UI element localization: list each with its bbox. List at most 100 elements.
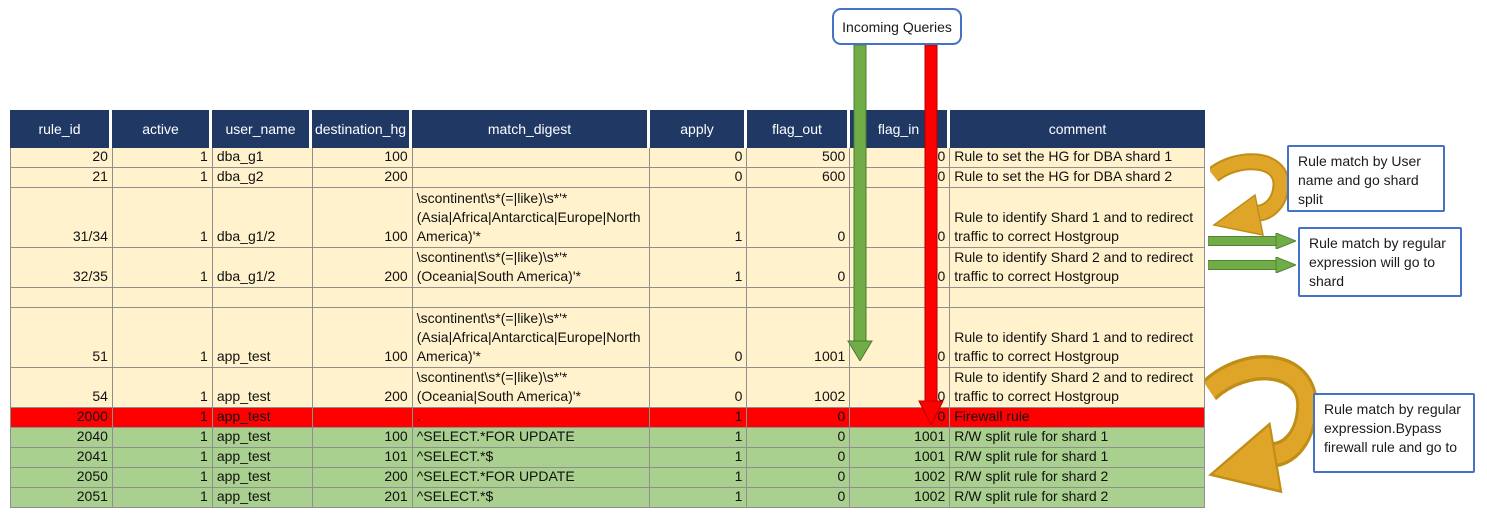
cell-flag_out: 0 bbox=[747, 188, 851, 247]
cell-destination_hg: 101 bbox=[312, 448, 413, 467]
column-header-flag_out: flag_out bbox=[747, 110, 850, 148]
cell-active: 1 bbox=[112, 188, 213, 247]
incoming-queries-label: Incoming Queries bbox=[832, 8, 962, 45]
green-right-arrow-icon bbox=[1208, 257, 1296, 273]
cell-comment: Rule to identify Shard 1 and to redirect… bbox=[950, 308, 1206, 367]
column-header-destination_hg: destination_hg bbox=[312, 110, 412, 148]
cell-active: 1 bbox=[112, 448, 213, 467]
cell-comment: Firewall rule bbox=[950, 408, 1206, 427]
column-header-comment: comment bbox=[950, 110, 1205, 148]
cell-comment: Rule to set the HG for DBA shard 2 bbox=[950, 168, 1206, 187]
cell-user_name: dba_g2 bbox=[212, 168, 313, 187]
cell-apply: 0 bbox=[650, 148, 748, 167]
cell-apply: 0 bbox=[650, 168, 748, 187]
cell-match_digest: \scontinent\s*(=|like)\s*'*(Oceania|Sout… bbox=[412, 368, 651, 407]
cell-match_digest bbox=[412, 148, 651, 167]
cell-flag_out: 600 bbox=[747, 168, 851, 187]
cell-match_digest: ^SELECT.*FOR UPDATE bbox=[412, 428, 651, 447]
cell-apply: 1 bbox=[650, 428, 748, 447]
cell-match_digest: ^SELECT.*$ bbox=[412, 448, 651, 467]
cell-apply: 1 bbox=[650, 408, 748, 427]
cell-destination_hg bbox=[312, 408, 413, 427]
cell-apply: 1 bbox=[650, 248, 748, 287]
cell-destination_hg: 200 bbox=[312, 168, 413, 187]
cell-user_name: app_test bbox=[212, 468, 313, 487]
cell-flag_in: 1001 bbox=[850, 428, 951, 447]
incoming-queries-text: Incoming Queries bbox=[842, 18, 952, 35]
cell-flag_out: 0 bbox=[747, 248, 851, 287]
cell-rule_id: 2041 bbox=[11, 448, 113, 467]
cell-user_name: app_test bbox=[212, 448, 313, 467]
red-down-arrow-icon bbox=[918, 45, 944, 425]
cell-apply: 0 bbox=[650, 308, 748, 367]
cell-match_digest bbox=[412, 168, 651, 187]
cell-destination_hg: 100 bbox=[312, 428, 413, 447]
cell-apply: 1 bbox=[650, 448, 748, 467]
cell-rule_id: 32/35 bbox=[11, 248, 113, 287]
cell-user_name: app_test bbox=[212, 488, 313, 507]
cell-match_digest: . bbox=[412, 408, 651, 427]
cell-active: 1 bbox=[112, 488, 213, 507]
column-header-active: active bbox=[112, 110, 212, 148]
cell-comment: Rule to identify Shard 2 and to redirect… bbox=[950, 368, 1206, 407]
cell-apply: 1 bbox=[650, 488, 748, 507]
cell-apply bbox=[650, 288, 748, 307]
cell-flag_out: 0 bbox=[747, 408, 851, 427]
cell-rule_id: 2040 bbox=[11, 428, 113, 447]
cell-destination_hg: 100 bbox=[312, 188, 413, 247]
cell-rule_id: 21 bbox=[11, 168, 113, 187]
cell-destination_hg: 200 bbox=[312, 368, 413, 407]
cell-active: 1 bbox=[112, 168, 213, 187]
cell-flag_out: 0 bbox=[747, 448, 851, 467]
column-header-match_digest: match_digest bbox=[412, 110, 650, 148]
cell-flag_out: 0 bbox=[747, 468, 851, 487]
gold-curved-arrow-icon bbox=[1205, 355, 1317, 494]
callout-regex-match: Rule match by regular expression will go… bbox=[1298, 227, 1462, 297]
cell-flag_out: 1002 bbox=[747, 368, 851, 407]
cell-destination_hg: 200 bbox=[312, 248, 413, 287]
cell-comment: R/W split rule for shard 2 bbox=[950, 468, 1206, 487]
callout-regex-match-text: Rule match by regular expression will go… bbox=[1309, 235, 1446, 289]
cell-active bbox=[112, 288, 213, 307]
cell-destination_hg: 100 bbox=[312, 308, 413, 367]
green-right-arrow-icon bbox=[1208, 233, 1296, 249]
cell-destination_hg: 200 bbox=[312, 468, 413, 487]
cell-active: 1 bbox=[112, 308, 213, 367]
callout-regex-bypass-text: Rule match by regular expression.Bypass … bbox=[1324, 401, 1461, 455]
cell-user_name: dba_g1 bbox=[212, 148, 313, 167]
cell-match_digest: ^SELECT.*$ bbox=[412, 488, 651, 507]
cell-user_name: app_test bbox=[212, 408, 313, 427]
cell-user_name bbox=[212, 288, 313, 307]
cell-active: 1 bbox=[112, 468, 213, 487]
cell-active: 1 bbox=[112, 368, 213, 407]
cell-user_name: dba_g1/2 bbox=[212, 188, 313, 247]
column-header-apply: apply bbox=[650, 110, 747, 148]
cell-rule_id: 2050 bbox=[11, 468, 113, 487]
cell-match_digest: \scontinent\s*(=|like)\s*'*(Asia|Africa|… bbox=[412, 308, 651, 367]
cell-comment: Rule to identify Shard 1 and to redirect… bbox=[950, 188, 1206, 247]
cell-flag_in: 1001 bbox=[850, 448, 951, 467]
cell-comment: R/W split rule for shard 1 bbox=[950, 448, 1206, 467]
cell-comment bbox=[950, 288, 1206, 307]
cell-flag_out: 0 bbox=[747, 428, 851, 447]
cell-flag_out bbox=[747, 288, 851, 307]
cell-active: 1 bbox=[112, 248, 213, 287]
cell-destination_hg: 100 bbox=[312, 148, 413, 167]
cell-apply: 0 bbox=[650, 368, 748, 407]
column-header-user_name: user_name bbox=[212, 110, 312, 148]
cell-rule_id: 31/34 bbox=[11, 188, 113, 247]
cell-comment: Rule to set the HG for DBA shard 1 bbox=[950, 148, 1206, 167]
cell-destination_hg: 201 bbox=[312, 488, 413, 507]
cell-flag_out: 500 bbox=[747, 148, 851, 167]
cell-rule_id: 54 bbox=[11, 368, 113, 407]
